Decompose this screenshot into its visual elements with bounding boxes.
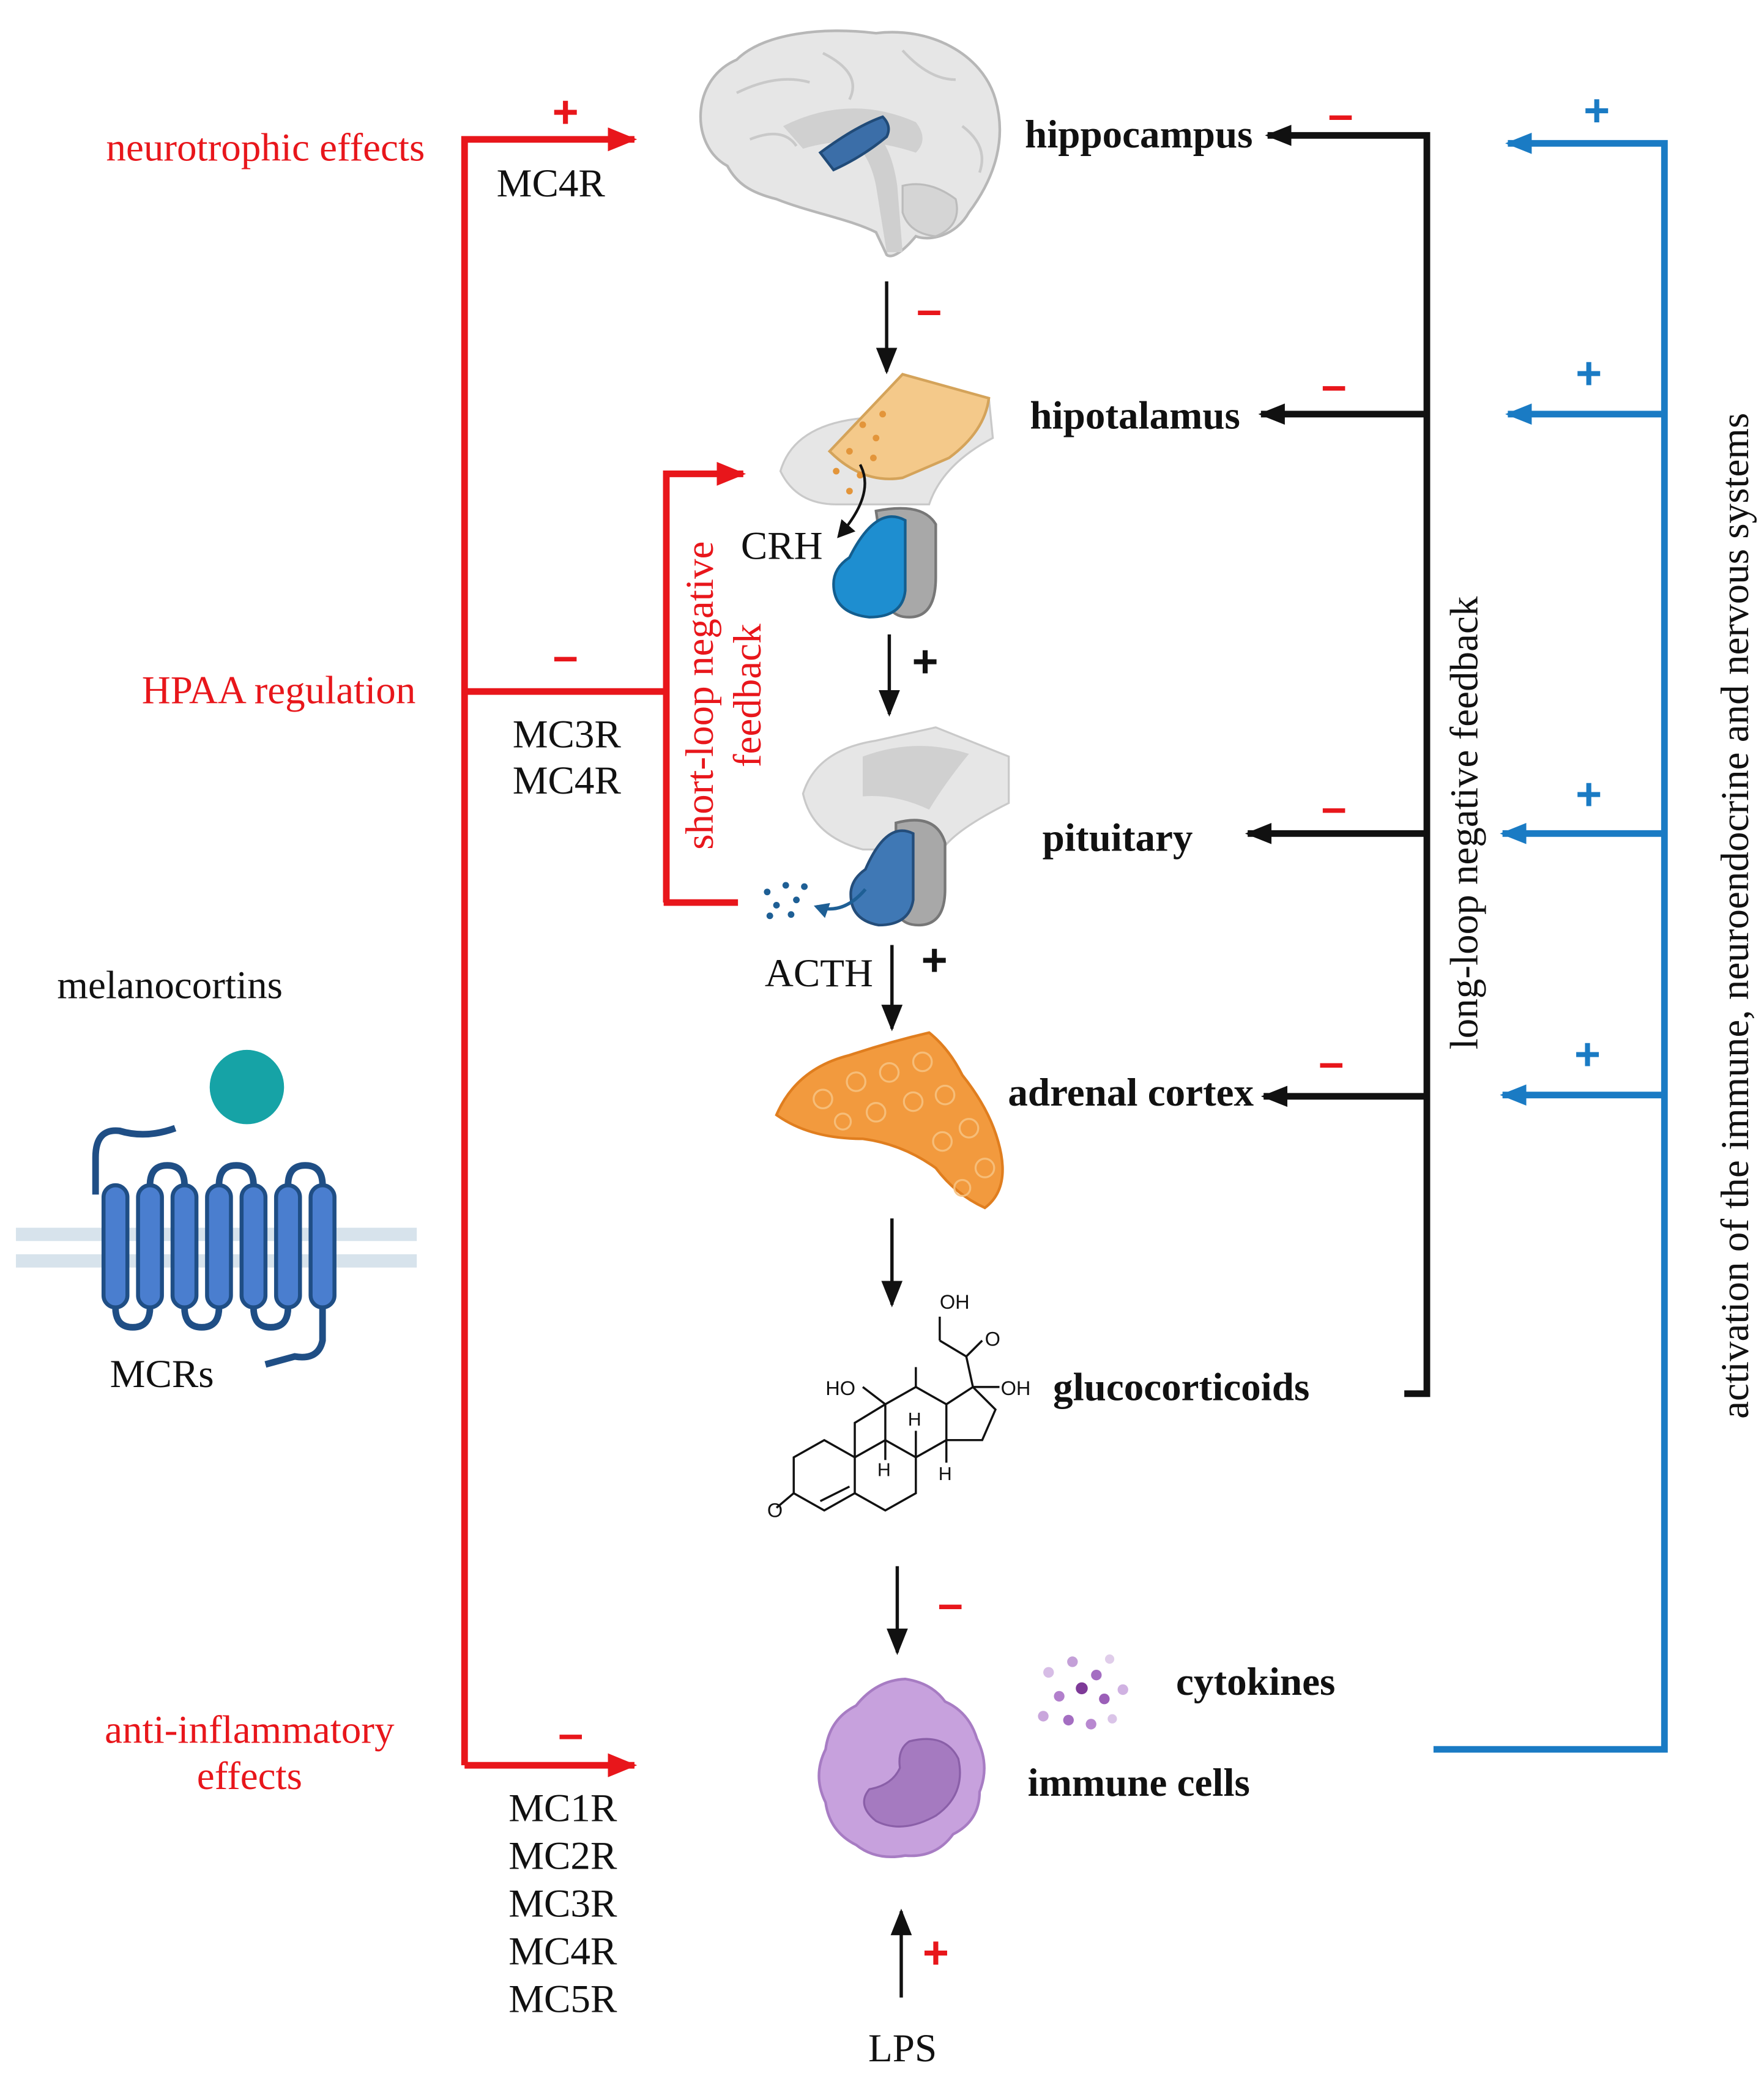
neurotrophic-arrow xyxy=(461,127,638,1766)
lps-stimulation-sign: + xyxy=(923,1927,949,1978)
feedback-hippocampus-minus: – xyxy=(1328,89,1353,140)
anti-inflammatory-minus-sign: – xyxy=(558,1708,583,1759)
immune-cells-label: immune cells xyxy=(1028,1761,1250,1805)
hpaa-regulation-label: HPAA regulation xyxy=(142,669,416,713)
crh-stimulation-sign: + xyxy=(912,636,938,686)
immune-cell-icon xyxy=(817,1677,986,1858)
molecule-ketone-label: O xyxy=(767,1500,783,1522)
glucocorticoid-molecule xyxy=(775,1316,1000,1512)
glucocorticoid-inhibition-sign: – xyxy=(938,1579,963,1629)
long-loop-feedback-bracket xyxy=(1245,124,1431,1397)
hippocampus-label: hippocampus xyxy=(1025,113,1252,157)
melanocortin-effects-bracket xyxy=(461,127,746,1777)
cytokines-label: cytokines xyxy=(1176,1660,1335,1704)
activation-hippocampus-plus: + xyxy=(1584,85,1610,136)
feedback-hypothalamus-minus: – xyxy=(1322,360,1347,411)
anti-inflammatory-receptor-label: MC3R xyxy=(508,1881,617,1925)
molecule-hydroxyl-label: OH xyxy=(1001,1377,1031,1399)
activation-hypothalamus-plus: + xyxy=(1576,348,1602,399)
hypothalamus-icon: hipotalamus xyxy=(779,373,1240,619)
activation-label: activation of the immune, neuroendocrine… xyxy=(1713,413,1757,1419)
hypothalamus-label: hipotalamus xyxy=(1030,394,1240,438)
neurotrophic-receptor-label: MC4R xyxy=(497,162,606,206)
activation-bracket xyxy=(1433,132,1668,1753)
brain-icon: hippocampus xyxy=(699,29,1252,258)
short-loop-label-line1: short-loop negative xyxy=(678,541,722,850)
anti-inflammatory-receptor-label: MC4R xyxy=(508,1930,617,1974)
hpaa-minus-sign: – xyxy=(553,631,578,682)
acth-stimulation-sign: + xyxy=(921,934,948,985)
neurotrophic-effects-label: neurotrophic effects xyxy=(106,125,425,169)
neurotrophic-plus-sign: + xyxy=(553,86,579,137)
short-loop-arrow xyxy=(663,461,746,903)
activation-pituitary-plus: + xyxy=(1576,768,1602,819)
acth-label: ACTH xyxy=(765,951,873,995)
molecule-hydroxyl-label: HO xyxy=(825,1377,855,1399)
anti-inflammatory-label-line2: effects xyxy=(197,1754,302,1798)
anti-inflammatory-receptor-label: MC2R xyxy=(508,1834,617,1878)
mcrs-label: MCRs xyxy=(110,1352,214,1396)
feedback-adrenal-minus: – xyxy=(1319,1036,1344,1087)
molecule-ketone-label: O xyxy=(985,1328,1000,1350)
molecule-hydroxyl-label: OH xyxy=(940,1291,970,1313)
lps-label: LPS xyxy=(868,2026,937,2069)
adrenal-cortex-icon: adrenal cortex xyxy=(775,1031,1254,1210)
brain-inhibition-sign: – xyxy=(917,284,942,335)
hpaa-receptor-label: MC3R xyxy=(513,712,622,756)
glucocorticoid-atom-labels: O OH O OH HO H H H xyxy=(767,1291,1031,1522)
crh-label: CRH xyxy=(741,524,823,568)
pituitary-label: pituitary xyxy=(1043,816,1193,860)
long-loop-feedback-label: long-loop negative feedback xyxy=(1442,596,1486,1049)
glucocorticoids-label: glucocorticoids xyxy=(1053,1366,1309,1410)
anti-inflammatory-label-line1: anti-inflammatory xyxy=(105,1708,395,1752)
melanocortin-ligand xyxy=(209,1049,285,1125)
anti-inflammatory-receptor-label: MC1R xyxy=(508,1786,617,1830)
molecule-hydrogen-label: H xyxy=(939,1464,952,1484)
hpaa-receptor-label: MC4R xyxy=(513,759,622,803)
melanocortin-receptor-icon xyxy=(16,1125,417,1368)
melanocortins-label: melanocortins xyxy=(57,963,283,1007)
feedback-pituitary-minus: – xyxy=(1322,782,1347,833)
pituitary-icon: pituitary xyxy=(764,726,1193,927)
short-loop-label-line2: feedback xyxy=(726,623,770,767)
anti-inflammatory-receptor-label: MC5R xyxy=(508,1977,617,2022)
cytokines-icon xyxy=(1038,1654,1128,1730)
activation-adrenal-plus: + xyxy=(1574,1029,1601,1079)
molecule-hydrogen-label: H xyxy=(877,1460,891,1480)
adrenal-cortex-label: adrenal cortex xyxy=(1008,1071,1254,1115)
molecule-hydrogen-label: H xyxy=(908,1410,921,1430)
